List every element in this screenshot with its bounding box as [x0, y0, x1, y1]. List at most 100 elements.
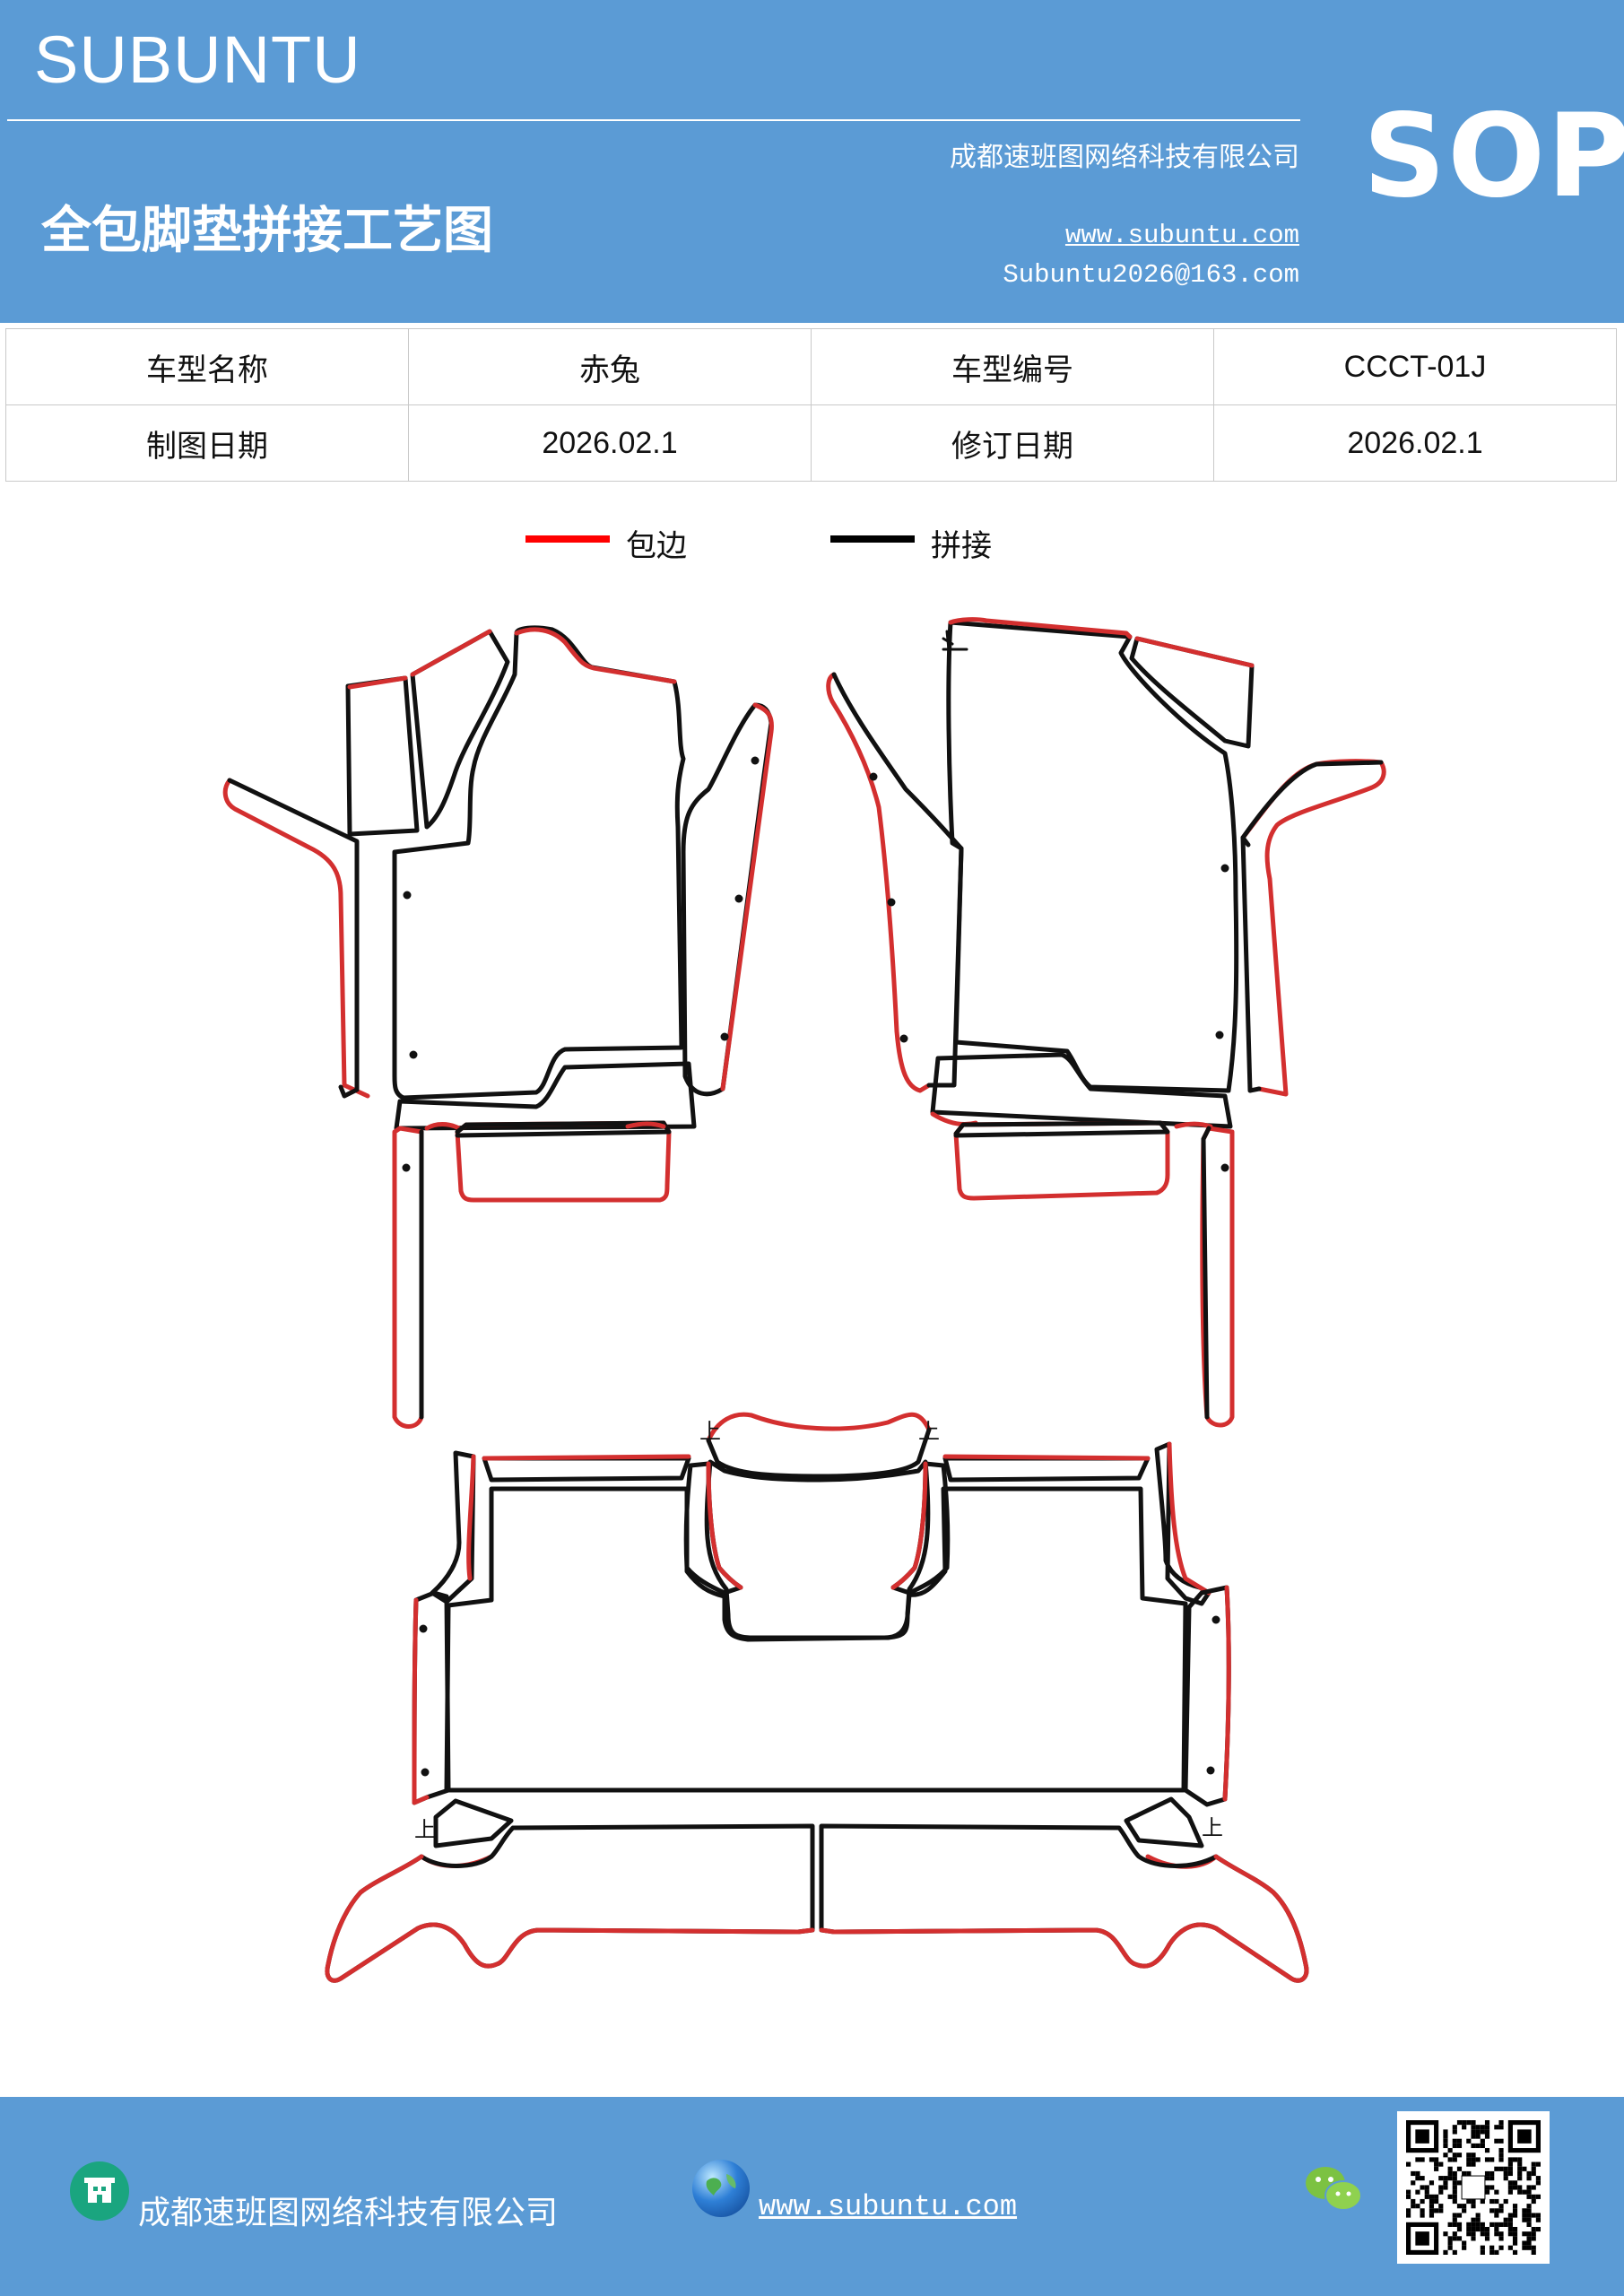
fastener-dot — [1220, 1163, 1229, 1172]
footer-company-name: 成都速班图网络科技有限公司 — [138, 2195, 559, 2231]
up-marker — [942, 630, 968, 651]
header-website-link[interactable]: www.subuntu.com — [1064, 221, 1299, 250]
mat-edge-binding — [706, 1461, 743, 1590]
mat-edge-binding — [410, 629, 492, 677]
mat-edge-binding — [720, 702, 774, 1091]
mat-seam — [930, 1052, 1233, 1129]
mat-seam — [706, 1427, 932, 1479]
mat-edge-binding — [953, 1120, 1170, 1201]
revision-date-value: 2026.02.1 — [1213, 404, 1617, 482]
mat-seam — [1240, 835, 1262, 1093]
mat-edge-binding — [222, 778, 370, 1099]
mat-edge-binding — [948, 617, 1133, 639]
front-right-mat-group — [826, 617, 1386, 1428]
qr-code — [1397, 2111, 1550, 2264]
fastener-dot — [1206, 1766, 1215, 1775]
rear-mat-group: 上 上 上 上 — [325, 1412, 1309, 1983]
fastener-dot — [1215, 1031, 1224, 1039]
model-code-label: 车型编号 — [811, 328, 1214, 405]
page-title: 全包脚垫拼接工艺图 — [41, 201, 493, 260]
mat-seam — [482, 1456, 691, 1483]
mat-seam — [942, 1456, 1151, 1483]
mat-seam — [430, 1450, 476, 1605]
model-code-value: CCCT-01J — [1213, 328, 1617, 405]
mat-seam — [819, 1823, 1309, 1983]
mat-seam — [1240, 760, 1384, 840]
qr-code-pattern — [1406, 2120, 1541, 2255]
mat-seam — [704, 1459, 931, 1640]
mat-edge-binding — [942, 1454, 1151, 1461]
mat-edge-binding — [890, 1461, 928, 1590]
wechat-icon[interactable] — [1302, 2161, 1365, 2215]
mat-edge-binding — [482, 1454, 691, 1461]
up-marker: 上 — [414, 1817, 436, 1842]
mat-edge-binding — [514, 627, 677, 684]
fastener-dot — [720, 1032, 729, 1041]
mat-seam — [345, 675, 420, 837]
mat-seam — [1129, 636, 1255, 749]
front-left-mat-group — [222, 625, 774, 1429]
mat-edge-binding — [325, 1854, 815, 1983]
mat-seam — [433, 1798, 514, 1848]
mat-edge-binding — [819, 1854, 1309, 1983]
fastener-dot — [734, 894, 743, 903]
mat-seam — [444, 1486, 1188, 1793]
footer-banner: 成都速班图网络科技有限公司 www.subuntu.com — [0, 2097, 1624, 2296]
fastener-dot — [409, 1050, 418, 1059]
mat-seam — [1154, 1441, 1211, 1606]
mat-seam — [412, 1590, 451, 1805]
legend-label-edge: 包边 — [626, 528, 687, 564]
mat-edge-binding — [1167, 1441, 1211, 1596]
model-name-value: 赤兔 — [408, 328, 812, 405]
mat-edge-binding — [392, 1126, 424, 1429]
header-banner: SUBUNTU 成都速班图网络科技有限公司 全包脚垫拼接工艺图 www.subu… — [0, 0, 1624, 323]
fastener-dot — [887, 898, 896, 907]
mat-edge-binding — [625, 1121, 666, 1129]
legend-label-seam: 拼接 — [931, 528, 992, 564]
up-marker: 上 — [699, 1419, 721, 1444]
sop-badge: SOP — [1363, 90, 1624, 223]
building-icon — [70, 2161, 129, 2221]
mat-edge-binding — [1174, 1121, 1213, 1129]
mat-seam — [410, 629, 510, 830]
globe-icon — [692, 2160, 750, 2217]
mat-seam — [1201, 1126, 1211, 1420]
info-table: 车型名称 赤兔 车型编号 CCCT-01J 制图日期 2026.02.1 修订日… — [5, 328, 1617, 482]
mat-edge-binding — [412, 1597, 430, 1805]
brand-name: SUBUNTU — [34, 22, 361, 97]
fastener-dot — [1211, 1615, 1220, 1624]
fastener-dot — [421, 1768, 430, 1777]
mat-seam — [455, 1120, 672, 1138]
model-name-label: 车型名称 — [5, 328, 409, 405]
header-email: Subuntu2026@163.com — [1003, 260, 1299, 290]
footer-website-link[interactable]: www.subuntu.com — [759, 2190, 1018, 2223]
mat-edge-binding — [347, 675, 408, 690]
fastener-dot — [1220, 864, 1229, 873]
mat-edge-binding — [1222, 1585, 1231, 1802]
fastener-dot — [402, 1163, 411, 1172]
fastener-dot — [403, 891, 412, 900]
mat-edge-binding — [1134, 636, 1255, 668]
mat-seam — [1124, 1796, 1204, 1848]
legend-swatch-black — [830, 535, 915, 543]
fastener-dot — [869, 772, 878, 781]
mat-seam — [394, 1061, 697, 1131]
revision-date-label: 修订日期 — [811, 404, 1214, 482]
fastener-dot — [419, 1624, 428, 1633]
draw-date-label: 制图日期 — [5, 404, 409, 482]
mat-edge-binding — [455, 1120, 672, 1203]
mat-seam — [953, 1120, 1170, 1138]
table-row: 车型名称 赤兔 车型编号 CCCT-01J — [5, 328, 1617, 405]
header-divider — [7, 119, 1300, 121]
fastener-dot — [899, 1034, 908, 1043]
legend-swatch-red — [525, 535, 610, 543]
table-row: 制图日期 2026.02.1 修订日期 2026.02.1 — [5, 404, 1617, 482]
mat-edge-binding — [706, 1412, 932, 1443]
mat-seam — [227, 778, 360, 1099]
mat-seam — [392, 625, 686, 1100]
up-marker: 上 — [918, 1419, 940, 1444]
mat-seam — [325, 1823, 815, 1983]
up-marker: 上 — [1202, 1815, 1223, 1840]
mat-edge-binding — [424, 1122, 462, 1131]
